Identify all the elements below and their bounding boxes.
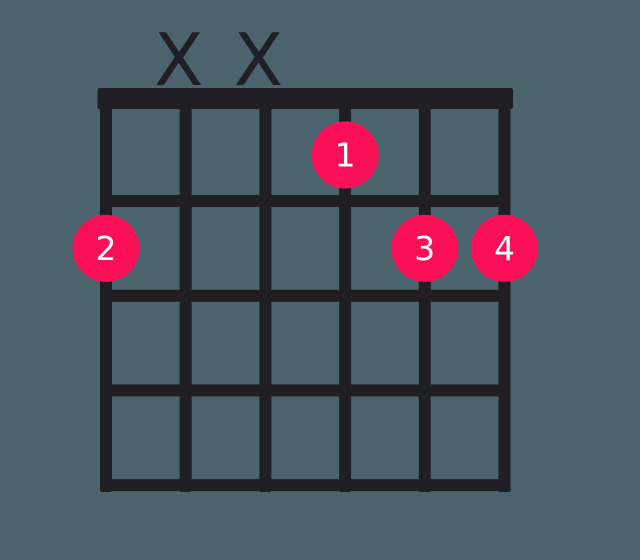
fret-line — [100, 195, 511, 207]
finger-number: 1 — [335, 136, 356, 175]
fret-line — [100, 289, 511, 302]
finger-dot — [391, 214, 459, 282]
finger-number: 3 — [414, 229, 435, 268]
muted-string-marker: X — [154, 18, 203, 102]
finger-dot — [72, 214, 140, 282]
muted-string-marker: X — [234, 18, 283, 102]
fret-line — [100, 479, 511, 492]
finger-number: 2 — [96, 229, 117, 268]
finger-dot — [471, 214, 538, 282]
fret-line — [100, 384, 511, 397]
nut-bar — [97, 88, 513, 109]
finger-dot — [311, 121, 379, 189]
finger-number: 4 — [494, 229, 515, 268]
